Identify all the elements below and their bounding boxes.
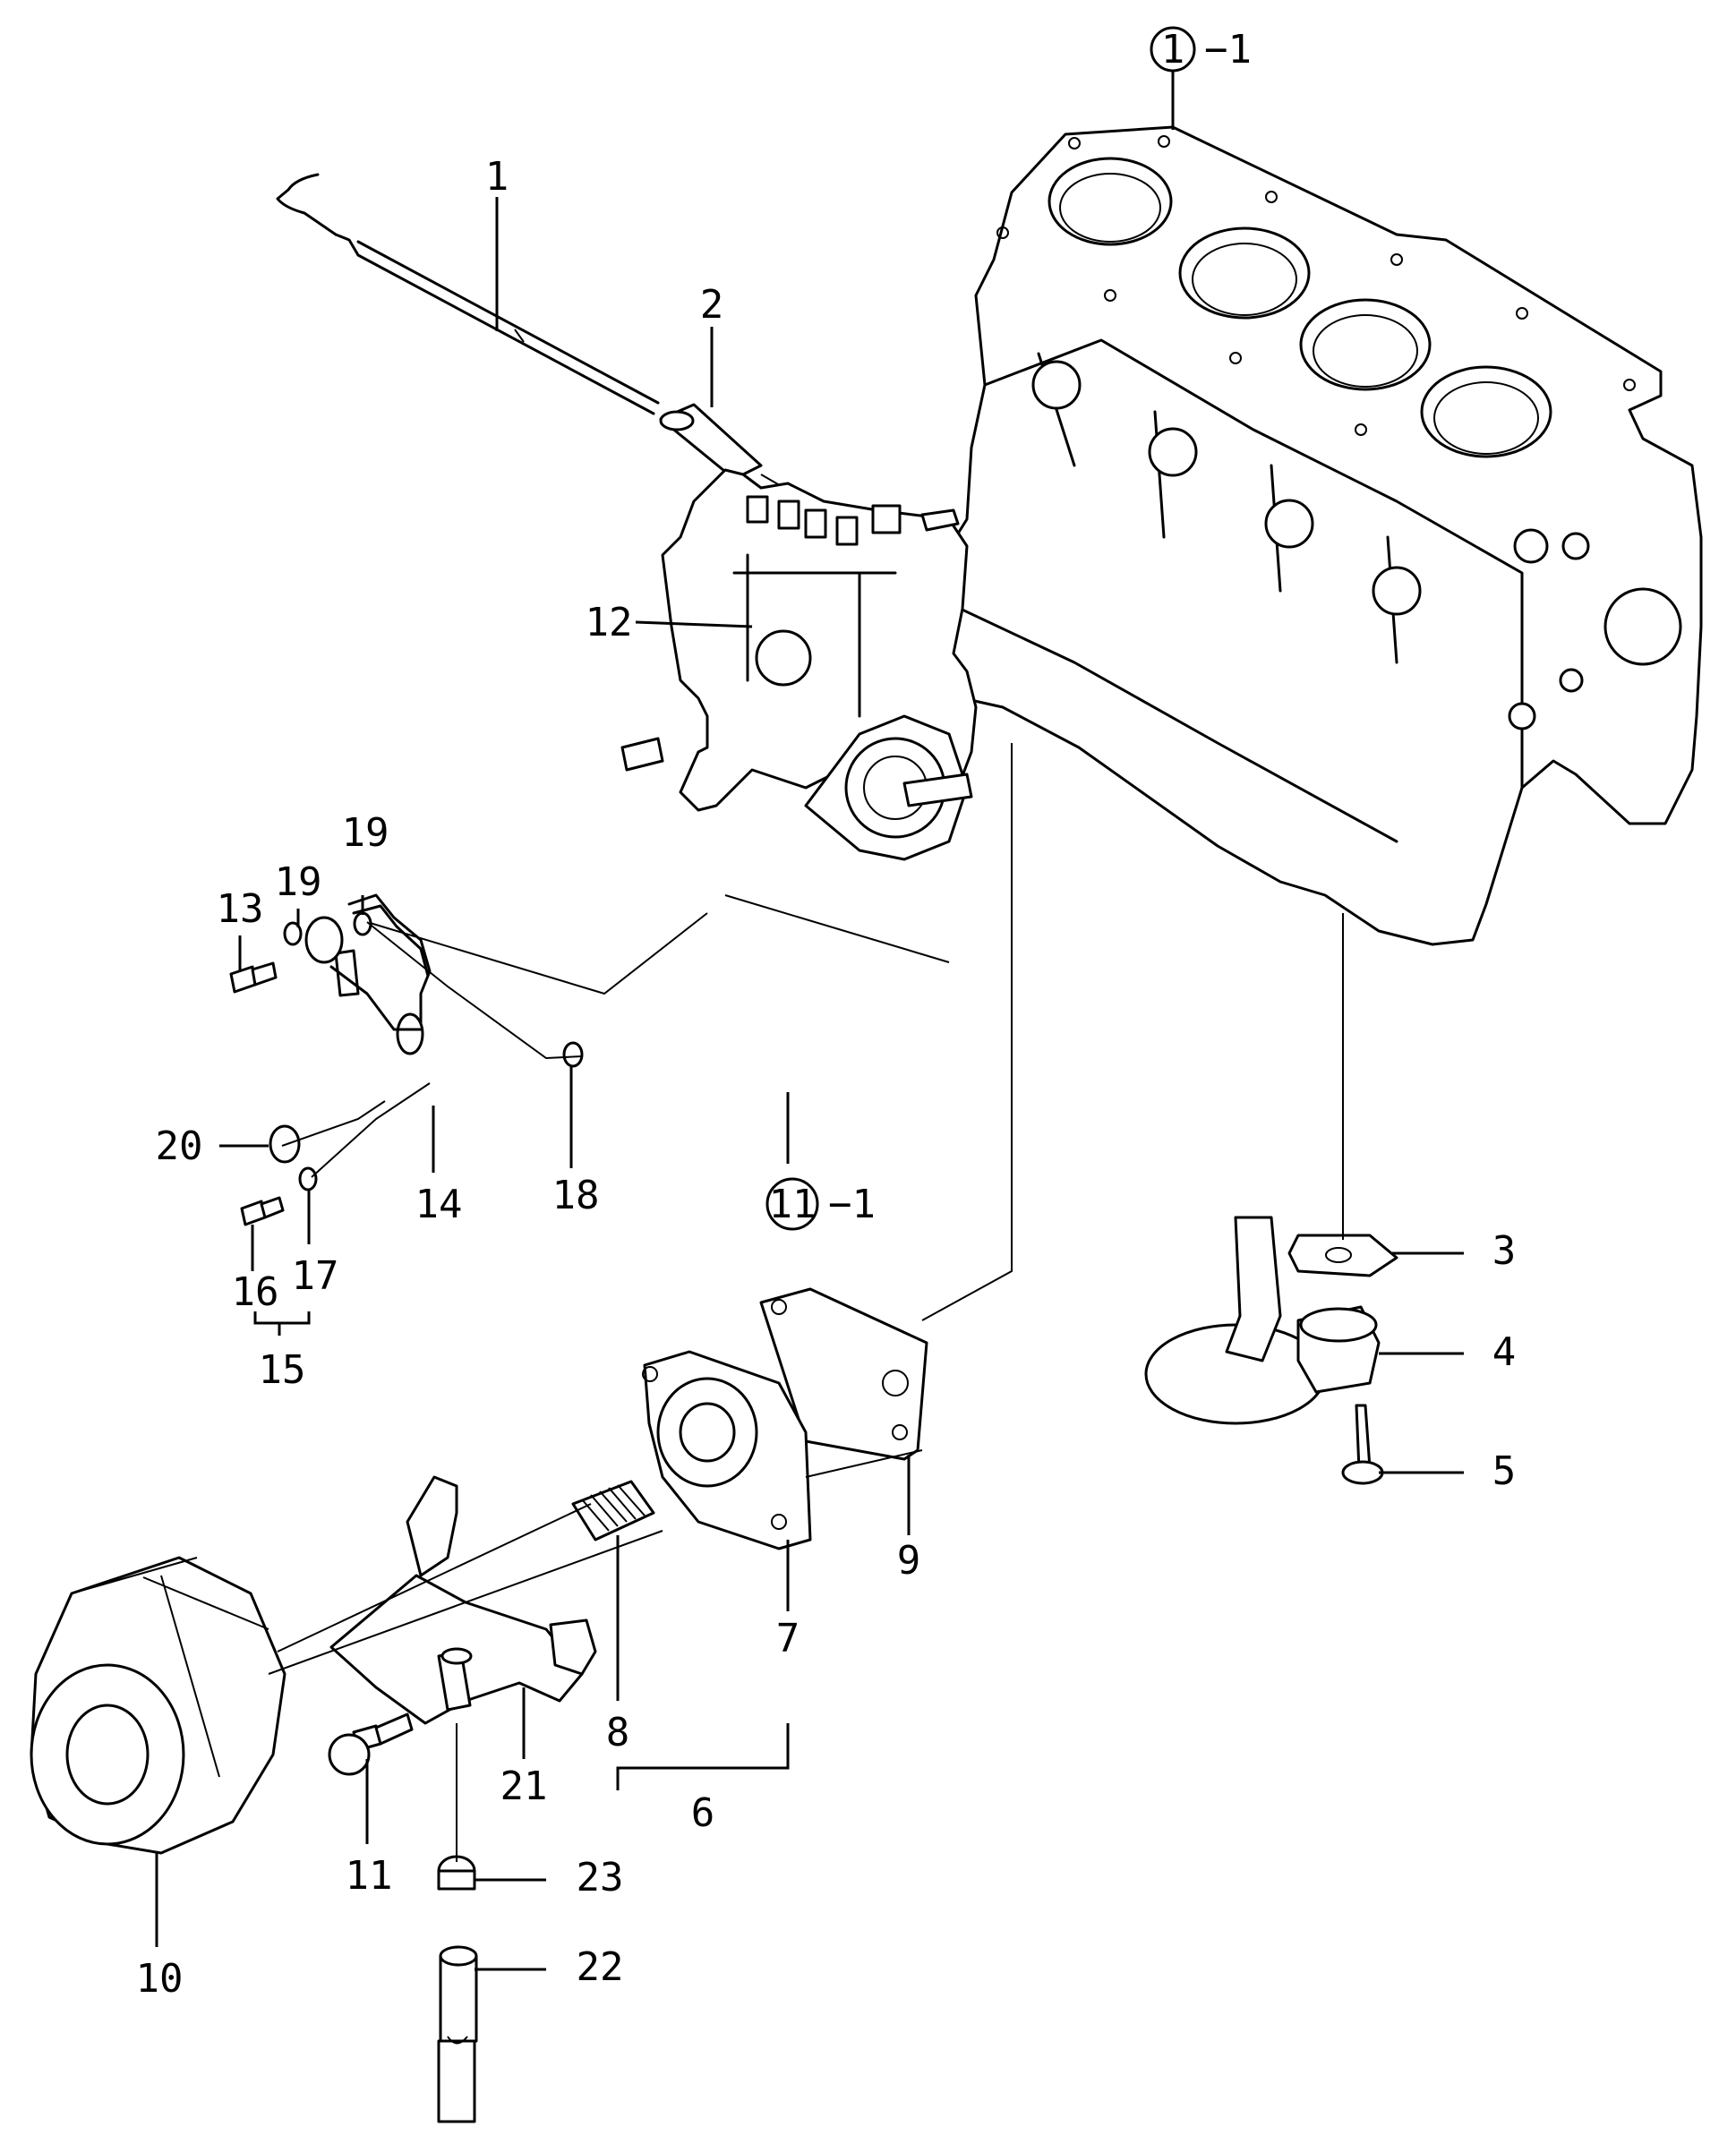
callout-4: 4	[1492, 1329, 1517, 1375]
callout-10: 10	[136, 1956, 184, 2002]
bolt-13	[229, 961, 278, 994]
callout-15: 15	[259, 1347, 306, 1393]
callout-3: 3	[1492, 1228, 1517, 1274]
cylinder-block	[920, 125, 1703, 946]
callout-7: 7	[776, 1616, 800, 1661]
callout-11-1-suffix: −1	[828, 1182, 876, 1227]
washer-guide-line	[311, 1082, 431, 1178]
leader-lines	[155, 70, 1464, 1971]
callout-14: 14	[415, 1182, 463, 1227]
bolt-5	[1341, 1404, 1384, 1485]
callout-1: 1	[485, 154, 509, 200]
pump-guide-line	[366, 912, 708, 995]
spring-8	[571, 1480, 655, 1541]
callout-22: 22	[577, 1944, 624, 1990]
pump-guide-line-2	[724, 894, 950, 963]
callout-5: 5	[1492, 1448, 1517, 1494]
hose-22	[437, 1945, 478, 2123]
bracket-guide-line	[805, 1449, 923, 1478]
filter-guide-line	[277, 1503, 592, 1652]
callout-23: 23	[577, 1855, 624, 1900]
bracket-21	[329, 1475, 597, 1725]
callout-6: 6	[691, 1790, 715, 1836]
callout-9: 9	[897, 1538, 921, 1584]
washer-18	[562, 1041, 584, 1068]
callout-2: 2	[700, 282, 724, 328]
callout-17: 17	[292, 1253, 339, 1299]
callout-1-1-number: 1	[1161, 27, 1185, 73]
callout-11-1: 11 −1	[765, 1177, 876, 1231]
callout-12: 12	[586, 600, 633, 645]
callout-11-1-number: 11	[769, 1182, 817, 1227]
gasket-guide-line	[921, 743, 1013, 1321]
washer-19a	[283, 921, 303, 946]
callout-19-a: 19	[275, 859, 322, 905]
callout-19-b: 19	[342, 810, 389, 856]
dipstick-guide-tube	[659, 403, 763, 481]
oil-filter	[30, 1556, 286, 1855]
pipe-guide-line	[366, 921, 583, 1060]
filter-bracket	[642, 1350, 812, 1550]
callout-21: 21	[500, 1764, 548, 1809]
callout-1-1-suffix: −1	[1204, 27, 1252, 73]
nut-guide-line	[281, 1100, 386, 1147]
fuel-injection-pump	[620, 468, 978, 861]
oil-pipe	[304, 893, 432, 1055]
callout-18: 18	[552, 1173, 600, 1218]
bolt-11	[328, 1712, 414, 1776]
callout-13: 13	[217, 886, 264, 932]
filter-guide-line-2	[268, 1530, 663, 1675]
gasket-3	[1287, 1234, 1398, 1277]
dipstick	[276, 173, 660, 415]
callout-8: 8	[606, 1710, 630, 1755]
callout-20: 20	[156, 1123, 203, 1169]
callout-1-1: 1 −1	[1150, 26, 1252, 73]
oil-strainer	[1144, 1216, 1381, 1425]
washer-17	[298, 1166, 318, 1191]
callout-11: 11	[346, 1853, 393, 1899]
bolt-16	[240, 1196, 285, 1226]
callout-16: 16	[232, 1269, 279, 1315]
